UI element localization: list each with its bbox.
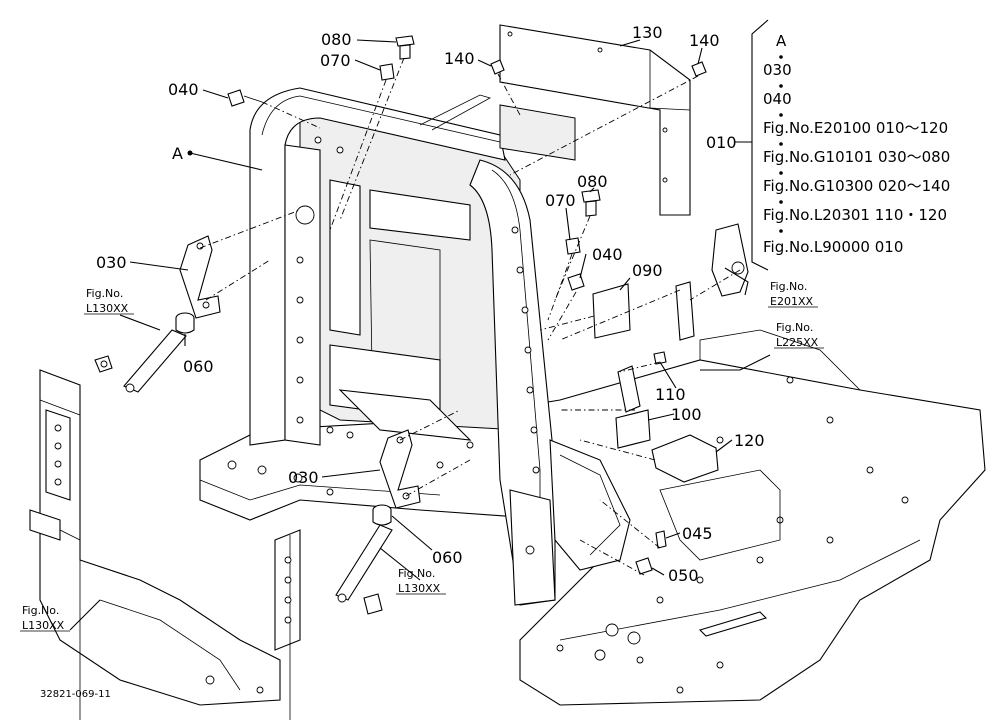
label-110: 110 <box>655 385 686 404</box>
right-pillar-holes <box>511 226 540 555</box>
reference-brace <box>735 19 769 271</box>
pillar-holes <box>295 136 354 439</box>
label-140-left: 140 <box>444 49 475 68</box>
clip-140-right <box>691 61 707 77</box>
reference-list-header: A <box>776 32 787 50</box>
figref-l225-top: Fig.No. <box>776 321 813 334</box>
clip-140-left <box>490 59 505 75</box>
label-030-lower: 030 <box>288 468 319 487</box>
label-120: 120 <box>734 431 765 450</box>
pedal-110 <box>617 351 667 413</box>
figure-references: Fig.No. E201XX Fig.No. L225XX Fig.No. L1… <box>20 280 824 632</box>
part-labels: 080 070 040 A 140 130 140 030 060 080 07… <box>96 23 765 585</box>
document-code: 32821-069-11 <box>40 689 111 700</box>
label-050: 050 <box>668 566 699 585</box>
pad-090 <box>592 283 631 339</box>
reference-list: A 030 040 Fig.No.E20100 010～120 Fig.No.G… <box>763 32 950 256</box>
bolt-040-upper <box>227 89 263 107</box>
reference-item-6: Fig.No.L20301 110・120 <box>763 206 947 224</box>
right-pillar <box>469 159 631 606</box>
spacer-070-right <box>565 237 581 255</box>
figref-l130-left-top: Fig.No. <box>22 604 59 617</box>
reference-item-4: Fig.No.G10101 030～080 <box>763 148 950 166</box>
reference-item-3: Fig.No.E20100 010～120 <box>763 119 948 137</box>
figref-l130-upper-code: L130XX <box>86 302 129 315</box>
block-045 <box>655 530 667 549</box>
strut-lower <box>335 524 393 615</box>
label-130: 130 <box>632 23 663 42</box>
bracket-e201 <box>675 223 749 341</box>
reference-item-1: 030 <box>763 61 792 79</box>
bolt-080-right <box>581 189 601 217</box>
reference-item-2: 040 <box>763 90 792 108</box>
figref-e201-top: Fig.No. <box>770 280 807 293</box>
figref-l130-upper-top: Fig.No. <box>86 287 123 300</box>
label-060-lower: 060 <box>432 548 463 567</box>
top-cover-130 <box>499 24 691 216</box>
label-040-right: 040 <box>592 245 623 264</box>
label-080-right: 080 <box>577 172 608 191</box>
cab-frame <box>249 87 521 446</box>
label-030-upper: 030 <box>96 253 127 272</box>
figref-l130-left-code: L130XX <box>22 619 65 632</box>
label-045: 045 <box>682 524 713 543</box>
center-lower-bracket <box>274 529 301 720</box>
figref-l130-mid-top: Fig.No. <box>398 567 435 580</box>
label-140-right: 140 <box>689 31 720 50</box>
label-100: 100 <box>671 405 702 424</box>
figref-e201-code: E201XX <box>770 295 813 308</box>
bolt-080-upper <box>395 35 415 60</box>
floor-holes <box>227 376 909 694</box>
leader-lines <box>199 57 741 576</box>
bolt-040-right <box>567 273 585 291</box>
reference-item-7: Fig.No.L90000 010 <box>763 238 903 256</box>
bracket-030-lower <box>379 429 421 509</box>
spacer-070-upper <box>379 63 395 81</box>
label-040-upper: 040 <box>168 80 199 99</box>
label-A: A <box>172 144 183 163</box>
figref-l130-mid-code: L130XX <box>398 582 441 595</box>
damper-060-upper <box>175 312 195 334</box>
mat-120 <box>651 434 719 483</box>
strut-left <box>94 329 187 393</box>
bracket-030-upper <box>179 235 221 319</box>
label-leaders <box>69 39 771 631</box>
label-070-right: 070 <box>545 191 576 210</box>
reference-item-5: Fig.No.G10300 020～140 <box>763 177 950 195</box>
damper-060-lower <box>372 504 392 526</box>
bolt-050 <box>635 557 653 575</box>
label-090: 090 <box>632 261 663 280</box>
label-080-upper: 080 <box>321 30 352 49</box>
figref-l225-code: L225XX <box>776 336 819 349</box>
label-070-upper: 070 <box>320 51 351 70</box>
left-frame-bolts <box>54 424 62 486</box>
left-lower-frame <box>29 369 281 720</box>
label-010: 010 <box>706 133 737 152</box>
label-060-upper: 060 <box>183 357 214 376</box>
plate-100 <box>615 409 651 449</box>
